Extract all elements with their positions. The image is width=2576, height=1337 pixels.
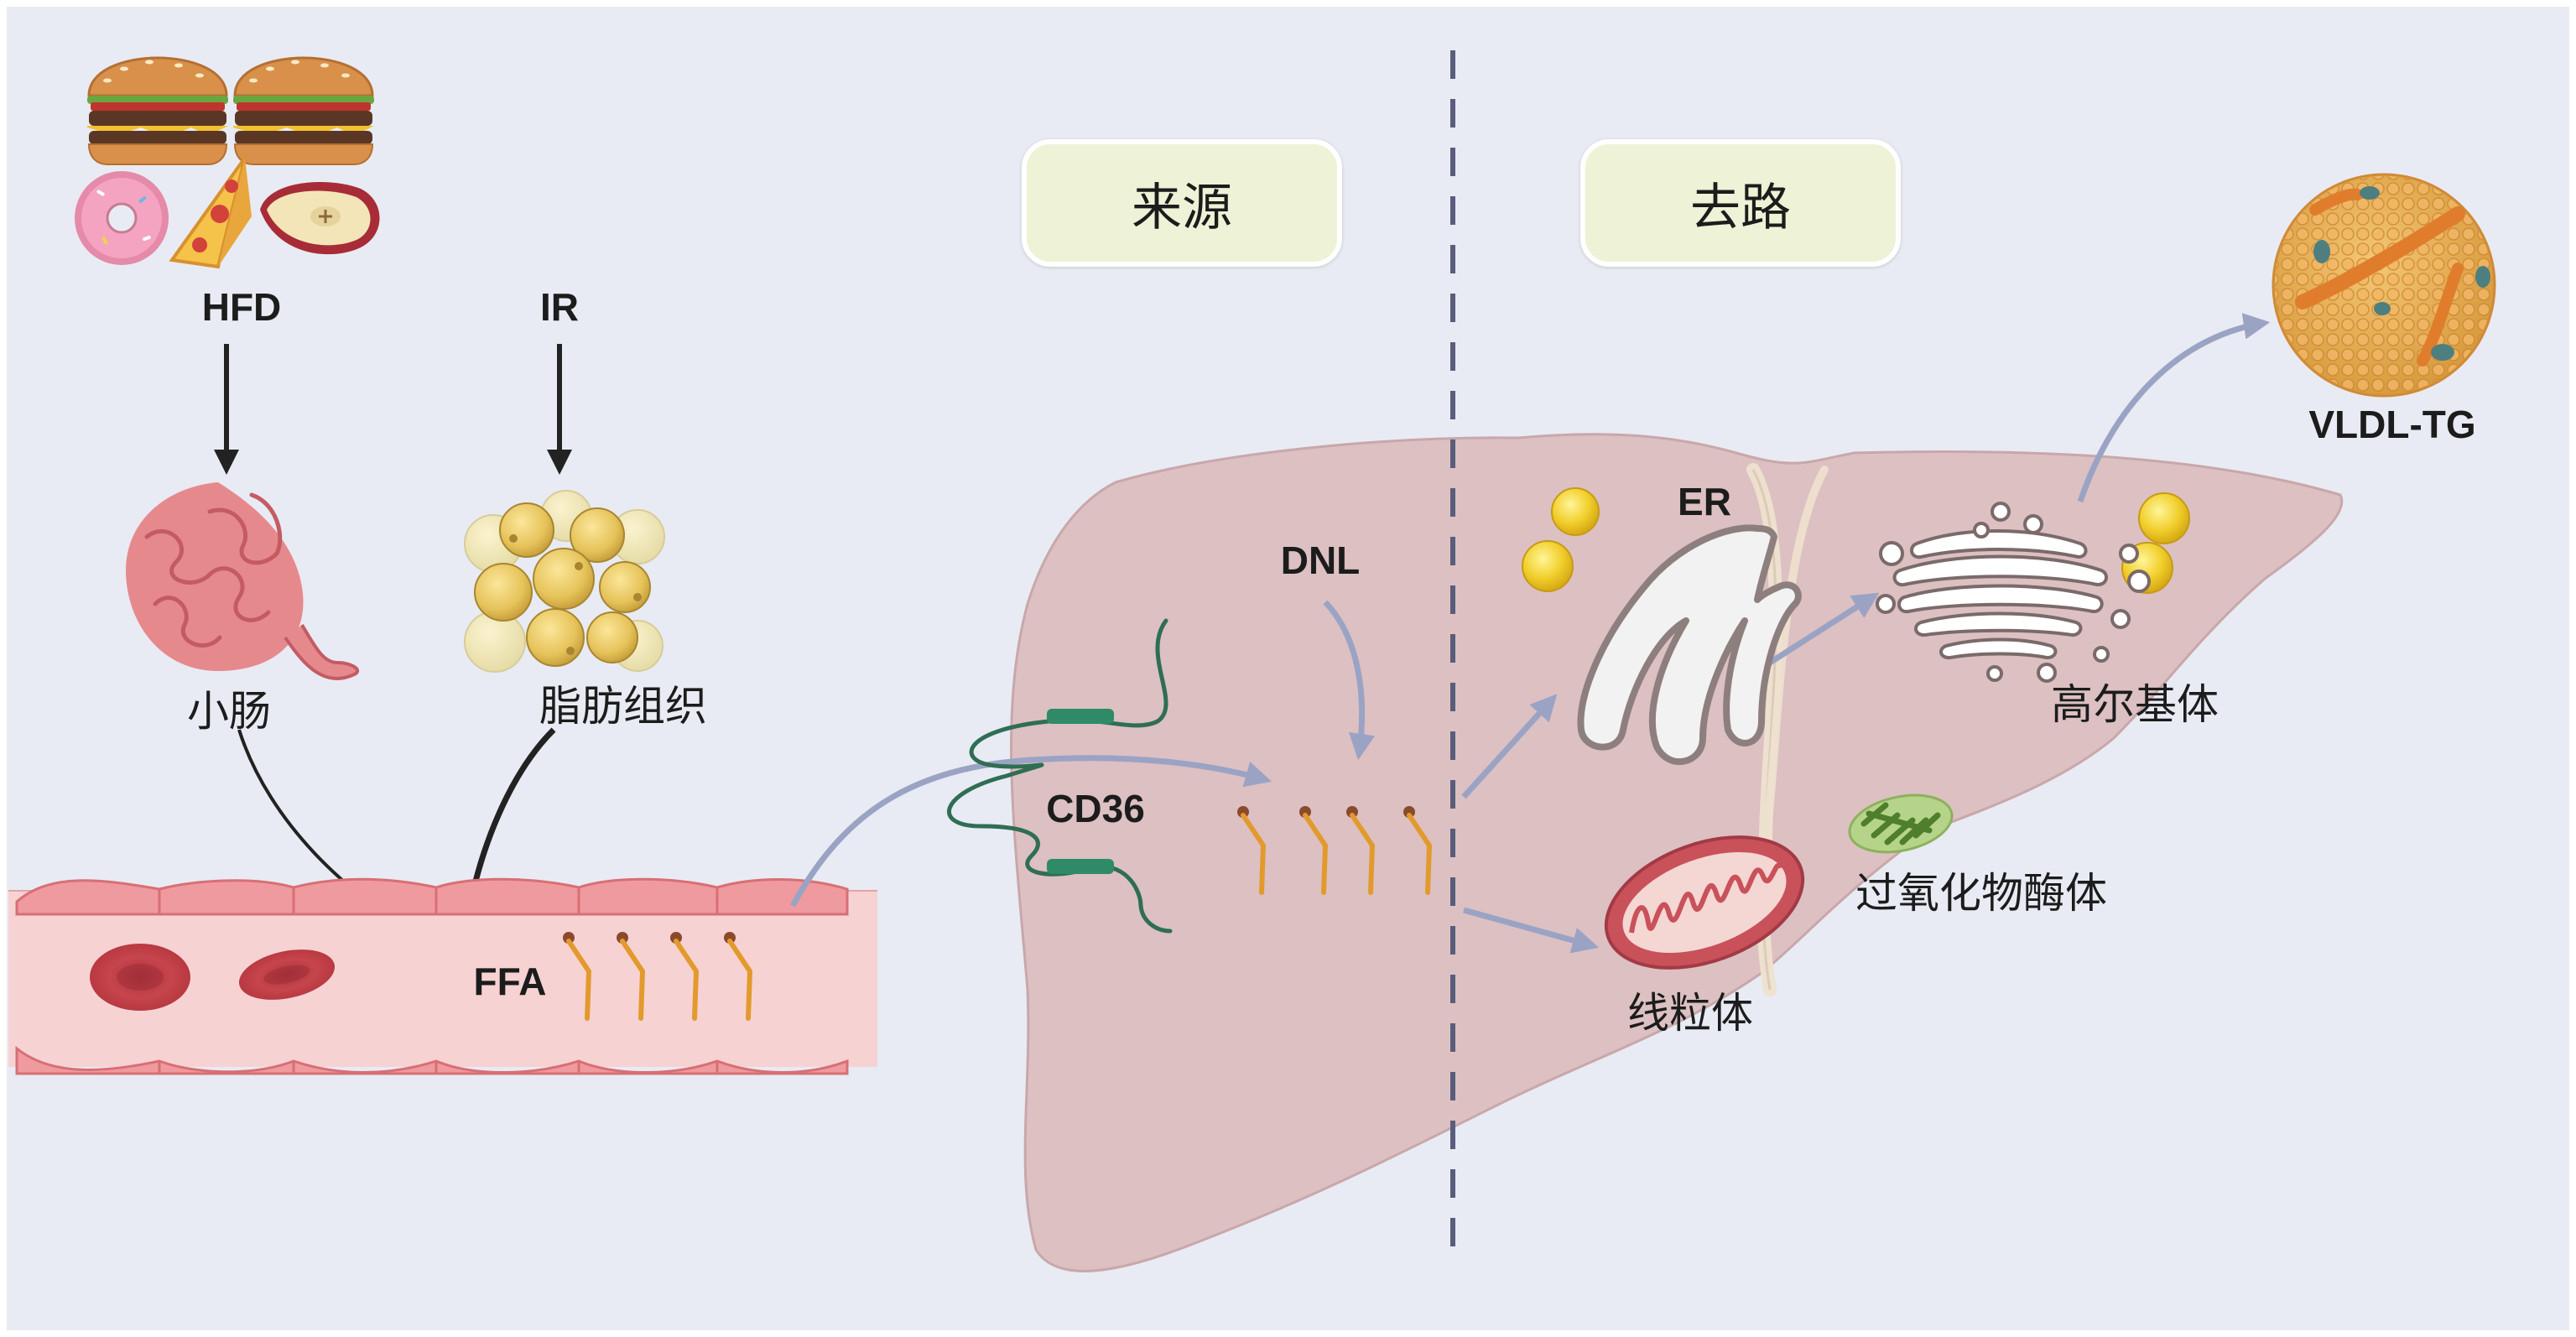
red-blood-cell-icon bbox=[90, 944, 190, 1011]
hfd-label: HFD bbox=[201, 285, 282, 329]
golgi-icon bbox=[1876, 502, 2151, 683]
apple-slice-icon bbox=[260, 182, 380, 255]
arrow-ffa-to-liver bbox=[789, 755, 1272, 908]
dnl-label: DNL bbox=[1280, 538, 1361, 582]
burger-icon bbox=[86, 56, 230, 166]
arrow-to-mitochondria bbox=[1463, 907, 1600, 954]
vldl-particle-icon bbox=[2272, 173, 2496, 398]
mitochondria-label: 线粒体 bbox=[1627, 989, 1753, 1038]
vldl-tg-label: VLDL-TG bbox=[2308, 403, 2476, 446]
ir-label: IR bbox=[540, 285, 579, 329]
pizza-icon bbox=[169, 156, 252, 269]
adipocyte-cluster-icon bbox=[464, 490, 665, 673]
source-header: 来源 bbox=[1022, 139, 1342, 267]
burger-icon bbox=[232, 56, 376, 166]
arrow-dnl bbox=[1323, 600, 1376, 761]
intestine-icon bbox=[126, 482, 360, 680]
er-label: ER bbox=[1678, 480, 1731, 523]
er-icon bbox=[1577, 524, 1802, 765]
peroxisome-icon bbox=[1848, 793, 1954, 854]
hfd-food-icons bbox=[75, 56, 380, 269]
cd36-receptor-icon bbox=[946, 618, 1173, 934]
ffa-label: FFA bbox=[473, 960, 547, 1003]
cd36-label: CD36 bbox=[1046, 787, 1145, 830]
golgi-label: 高尔基体 bbox=[2051, 680, 2219, 729]
red-blood-cell-icon bbox=[238, 949, 336, 1000]
fate-header: 去路 bbox=[1580, 139, 1901, 267]
peroxisome-label: 过氧化物酶体 bbox=[1855, 869, 2107, 918]
mitochondrion-icon bbox=[1604, 835, 1805, 970]
donut-icon bbox=[75, 171, 169, 265]
adipose-tissue-label: 脂肪组织 bbox=[539, 682, 707, 731]
small-intestine-label: 小肠 bbox=[187, 687, 271, 736]
arrow-er-to-golgi bbox=[1768, 592, 1880, 665]
arrow-to-er bbox=[1461, 694, 1558, 799]
arrow-golgi-to-vldl bbox=[2077, 313, 2271, 503]
